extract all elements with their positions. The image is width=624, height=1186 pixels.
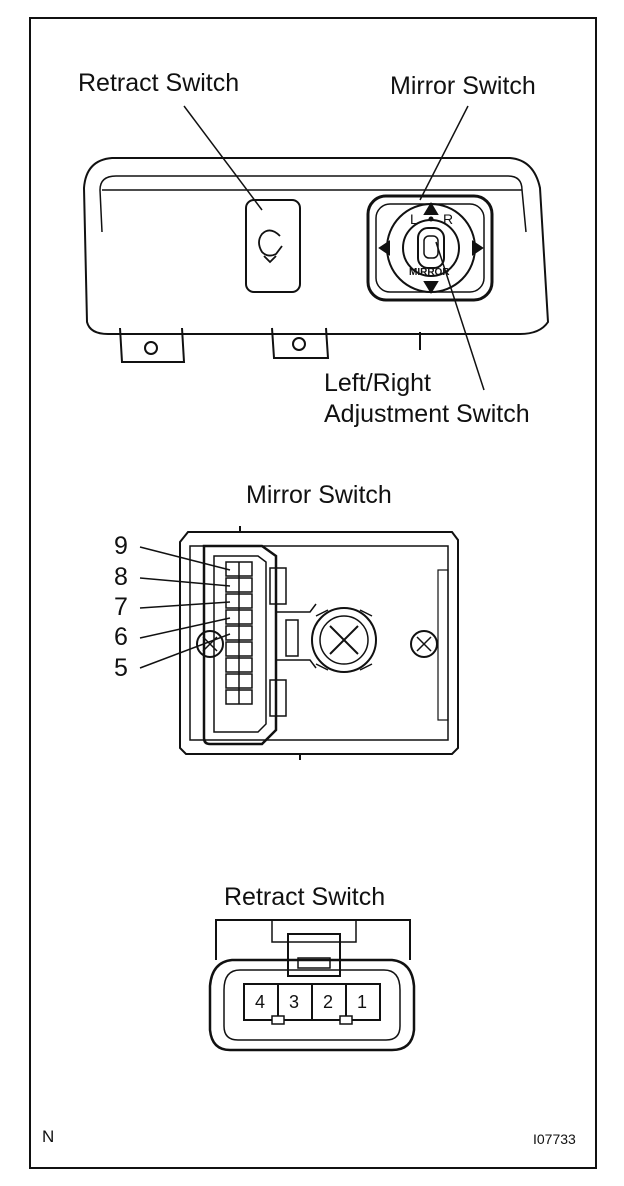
mirror-pin-label: 7 [114,593,128,621]
pin-leaders [139,546,231,669]
mirror-pin-label: 6 [114,623,128,651]
retract-switch-button [245,199,301,293]
retract-connector-title: Retract Switch [224,883,386,911]
retract-pin-label: 2 [323,992,334,1012]
retract-icon [258,229,283,264]
mirror-pin-label: 9 [114,532,128,560]
mirror-connector-body [179,526,459,760]
leader-adjust [435,241,485,391]
arrow-up-icon [423,202,439,215]
arrow-down-icon [423,281,439,294]
diagram-border [29,17,597,1169]
mirror-switch-square [366,194,494,302]
retract-switch-label: Retract Switch [78,69,240,97]
arrow-right-icon [472,240,484,256]
mirror-connector-title: Mirror Switch [246,481,392,509]
arrow-left-icon [378,240,390,256]
mirror-switch-label: Mirror Switch [390,72,536,100]
figure-id: I07733 [533,1131,576,1147]
retract-connector-body [208,919,416,1052]
retract-pin-label: 1 [357,992,368,1012]
leader-mirror [419,105,469,201]
adjust-switch-label-line2: Adjustment Switch [324,400,530,428]
switch-panel [82,157,550,363]
mirror-pin-label: 5 [114,654,128,682]
leader-retract [183,105,263,211]
knob-left-label: L [410,211,418,227]
knob-mirror-text: MIRROR [409,267,450,278]
footer-left-code: N [42,1127,55,1146]
knob-right-label: R [443,211,454,227]
retract-pin-label: 3 [289,992,300,1012]
retract-pin-label: 4 [255,992,266,1012]
mirror-pin-label: 8 [114,563,128,591]
adjust-switch-label-line1: Left/Right [324,369,432,397]
